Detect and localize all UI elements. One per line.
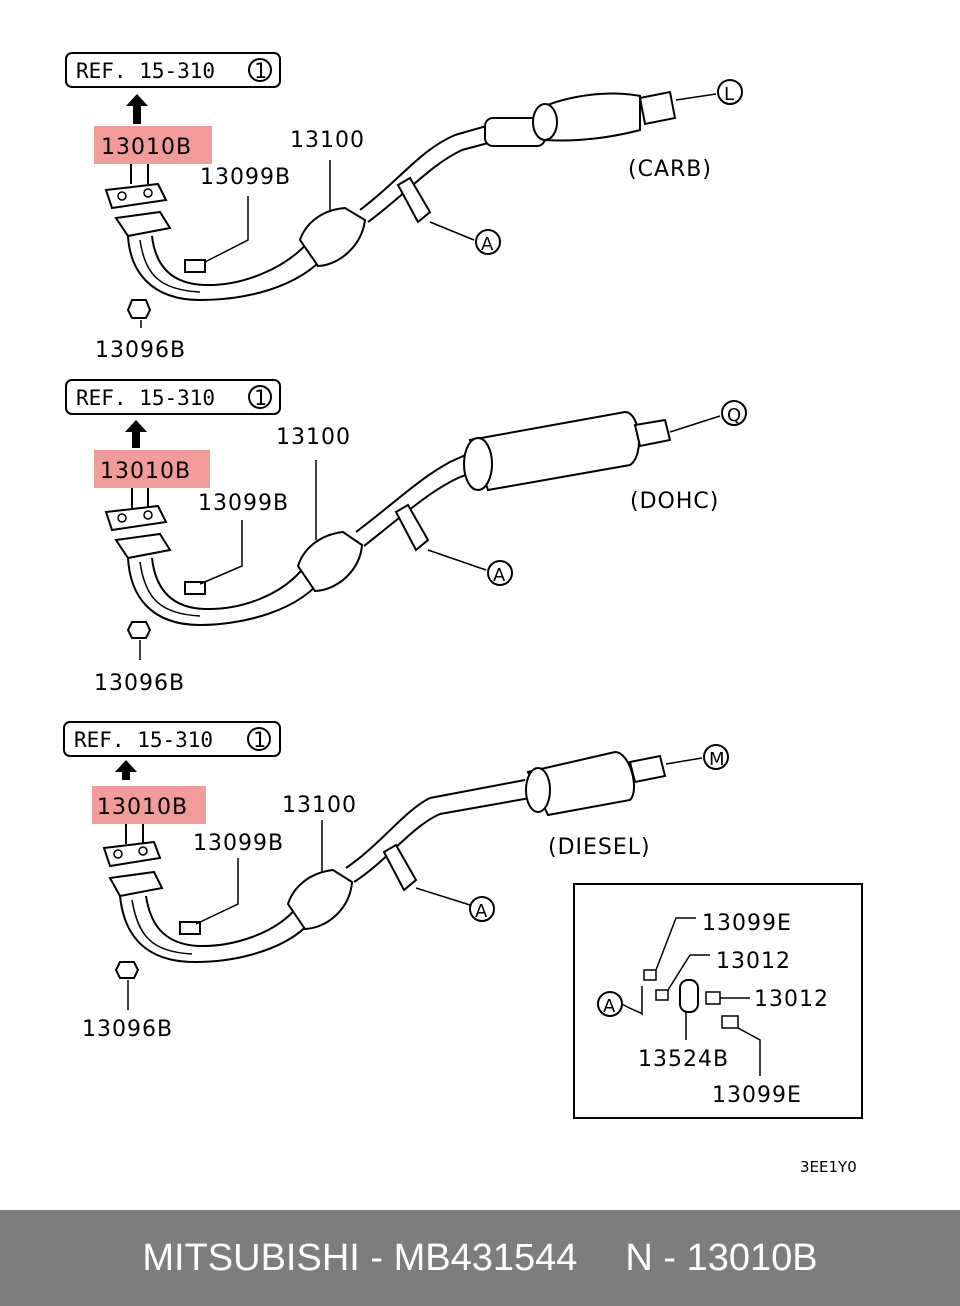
manifold-flange <box>114 210 172 238</box>
up-arrow-icon <box>126 94 148 124</box>
manifold-flange <box>108 870 164 898</box>
nut-icon <box>114 961 140 979</box>
marker-a: A <box>475 901 488 922</box>
bushing-icon <box>705 991 721 1005</box>
ref-text: REF. 15-310 <box>74 728 213 752</box>
hanger-bracket <box>396 176 432 224</box>
part-number-13096b[interactable]: 13096B <box>95 338 186 363</box>
part-number-13010b[interactable]: 13010B <box>101 135 192 160</box>
ref-box[interactable]: REF. 15-310 1 <box>65 52 281 88</box>
section-carb: REF. 15-310 1 13010B <box>65 52 743 363</box>
nut-icon <box>126 621 152 639</box>
part-number-13099e-bottom[interactable]: 13099E <box>712 1083 802 1108</box>
catalytic-converter <box>296 530 364 593</box>
mid-pipe <box>345 779 526 869</box>
part-number-13012-right[interactable]: 13012 <box>754 987 829 1012</box>
bolt-icon <box>643 969 657 981</box>
part-number-13096b[interactable]: 13096B <box>94 671 185 696</box>
part-highlight[interactable] <box>94 126 212 164</box>
part-number-13099e-top[interactable]: 13099E <box>702 911 792 936</box>
part-number-13524b[interactable]: 13524B <box>638 1047 729 1072</box>
part-number-13100[interactable]: 13100 <box>276 425 351 450</box>
section-dohc: REF. 15-310 1 13010B 13100 13099B 13096B <box>65 379 747 696</box>
bolt-icon <box>184 581 206 595</box>
detail-a-box: A 13099E 13012 13012 13524B 13099E <box>573 883 863 1119</box>
variant-label: (DOHC) <box>630 489 719 514</box>
part-number-13100[interactable]: 13100 <box>290 128 365 153</box>
ref-box[interactable]: REF. 15-310 1 <box>65 379 281 415</box>
mid-pipe <box>355 451 473 533</box>
diagram-code: 3EE1Y0 <box>800 1158 857 1176</box>
bolt-icon <box>184 259 206 273</box>
part-number-13010b[interactable]: 13010B <box>97 795 188 820</box>
front-pipe <box>127 557 326 627</box>
part-number-13099b[interactable]: 13099B <box>193 831 284 856</box>
hanger-rubber <box>679 979 699 1013</box>
variant-label: (CARB) <box>628 157 712 182</box>
bolt-icon <box>721 1015 739 1029</box>
section-diesel: REF. 15-310 1 13010B 13100 13099B 13096B <box>63 721 729 1042</box>
ref-number: 1 <box>253 728 266 752</box>
part-number-13099b[interactable]: 13099B <box>200 165 291 190</box>
catalytic-converter <box>286 868 354 931</box>
ref-number: 1 <box>254 59 267 83</box>
footer-bar: MITSUBISHI - MB431544 N - 13010B <box>0 1210 960 1306</box>
reference-part-number: N - 13010B <box>625 1236 818 1279</box>
ref-text: REF. 15-310 <box>76 59 215 83</box>
ref-box[interactable]: REF. 15-310 1 <box>63 721 281 757</box>
front-pipe <box>127 235 331 302</box>
exhaust-diagram: REF. 15-310 1 13010B <box>63 52 863 1176</box>
gasket-shape <box>102 840 162 868</box>
muffler <box>468 410 641 492</box>
up-arrow-icon <box>125 420 147 448</box>
marker-rear: L <box>724 84 735 105</box>
front-pipe <box>119 895 317 964</box>
marker-a: A <box>481 234 494 255</box>
part-number-13096b[interactable]: 13096B <box>82 1017 173 1042</box>
part-highlight[interactable] <box>92 786 206 824</box>
nut-icon <box>126 299 152 319</box>
part-number-13012-top[interactable]: 13012 <box>716 949 791 974</box>
part-number-13099b[interactable]: 13099B <box>198 491 289 516</box>
gasket-shape <box>104 504 168 532</box>
manifold-flange <box>114 532 172 560</box>
detail-marker-a: A <box>603 996 616 1017</box>
gasket-shape <box>104 182 168 210</box>
ref-number: 1 <box>254 386 267 410</box>
part-highlight[interactable] <box>94 450 210 488</box>
bushing-icon <box>655 989 669 1001</box>
up-arrow-icon <box>115 760 137 780</box>
ref-text: REF. 15-310 <box>76 386 215 410</box>
catalytic-converter <box>298 206 367 268</box>
mid-pipe <box>359 124 491 211</box>
part-number-13010b[interactable]: 13010B <box>100 459 191 484</box>
part-number-13100[interactable]: 13100 <box>282 793 357 818</box>
bolt-icon <box>179 921 201 935</box>
marker-a: A <box>493 565 506 586</box>
marker-rear: Q <box>727 405 742 426</box>
variant-label: (DIESEL) <box>548 835 651 860</box>
hanger-bracket <box>382 843 418 892</box>
brand-part-number: MITSUBISHI - MB431544 <box>142 1236 578 1279</box>
hanger-bracket <box>394 503 430 552</box>
marker-rear: M <box>709 749 726 770</box>
